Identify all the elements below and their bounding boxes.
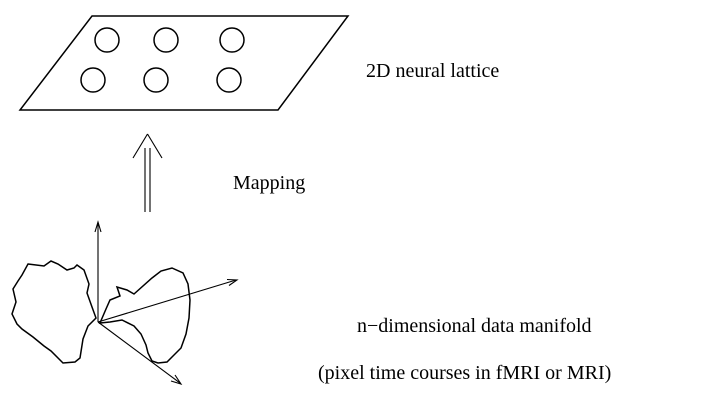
coordinate-axes	[94, 220, 239, 385]
neuron-node	[94, 27, 120, 53]
mapping-arrow	[132, 133, 163, 212]
lattice-label: 2D neural lattice	[366, 60, 499, 82]
neuron-node	[143, 67, 169, 93]
neuron-node	[153, 27, 179, 53]
neuron-node	[216, 67, 242, 93]
data-manifold	[11, 260, 191, 364]
mapping-label: Mapping	[233, 172, 305, 194]
neuron-node	[219, 27, 245, 53]
lattice-plane	[18, 15, 350, 111]
manifold-label: n−dimensional data manifold	[357, 315, 592, 337]
manifold-blob-right	[98, 267, 191, 364]
neuron-node	[80, 67, 106, 93]
manifold-blob-left	[11, 260, 97, 364]
neural-lattice	[18, 15, 350, 111]
modality-label: (pixel time courses in fMRI or MRI)	[318, 362, 611, 384]
